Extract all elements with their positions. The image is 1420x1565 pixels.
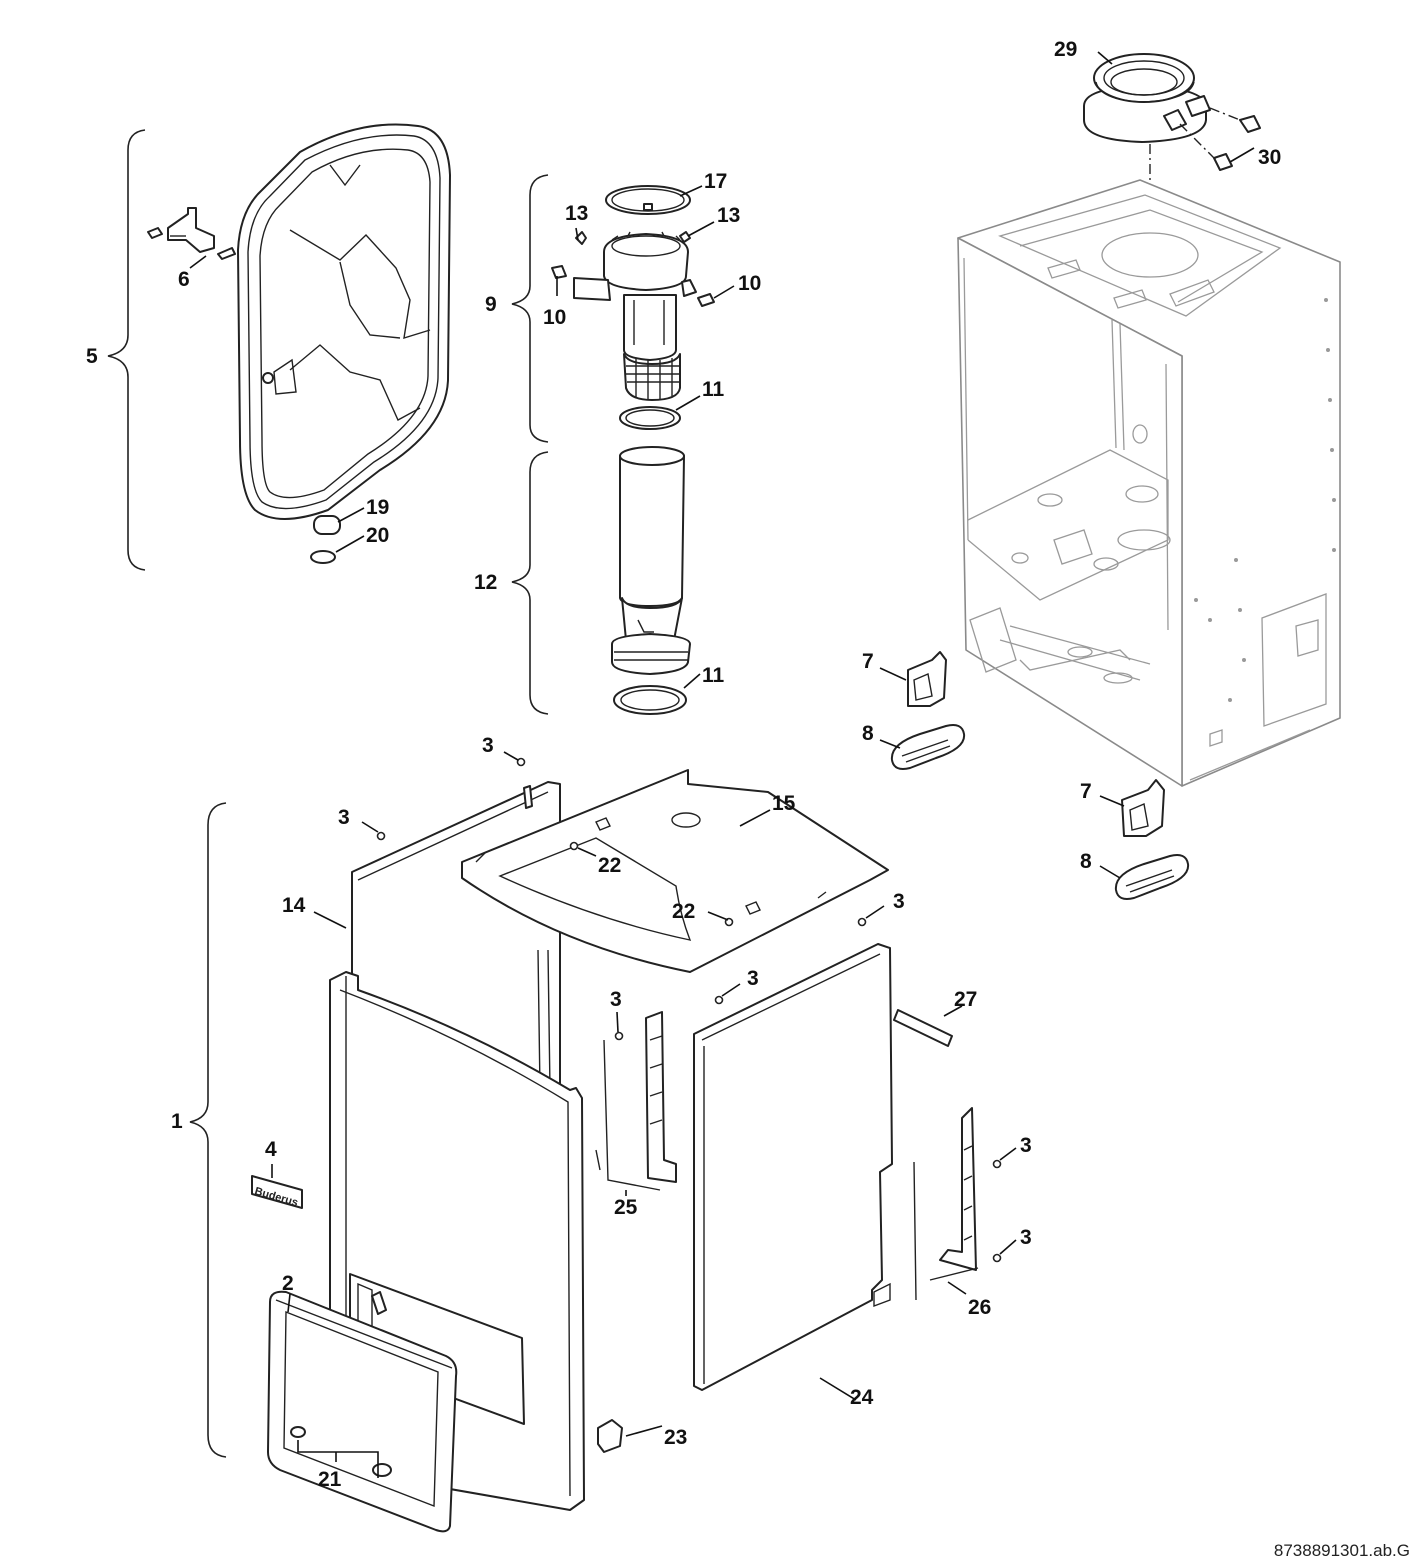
callout-10-a: 10 (543, 306, 566, 329)
part-rail-27 (893, 1009, 953, 1047)
callout-30: 30 (1258, 146, 1281, 169)
part-expansion-vessel (237, 123, 451, 564)
callout-21: 21 (318, 1468, 342, 1491)
callout-11-b: 11 (702, 664, 725, 687)
callout-1: 1 (171, 1110, 183, 1133)
callout-15: 15 (772, 792, 796, 815)
callout-12: 12 (474, 571, 497, 594)
part-grommet-23 (597, 1419, 623, 1453)
callout-6: 6 (178, 268, 190, 291)
callout-3-a: 3 (482, 734, 494, 757)
callout-3-d: 3 (747, 967, 759, 990)
callout-24: 24 (850, 1386, 874, 1409)
screws (376, 757, 1002, 1263)
part-retainer-8-upper (890, 724, 966, 770)
callout-3-g: 3 (1020, 1226, 1032, 1249)
part-side-panel-24 (693, 943, 893, 1391)
part-bracket-26 (913, 1107, 979, 1301)
brace-group-12 (511, 451, 549, 715)
callout-9: 9 (485, 293, 497, 316)
part-flue-tube-12 (611, 446, 691, 715)
part-flue-adapter-29 (1083, 53, 1261, 260)
callout-29: 29 (1054, 38, 1077, 61)
part-control-trim-2 (267, 1290, 458, 1533)
brace-group-1 (189, 802, 227, 1458)
callout-13-b: 13 (717, 204, 740, 227)
part-flue-assembly (551, 185, 715, 430)
part-side-bracket-25 (595, 1011, 677, 1191)
callout-13-a: 13 (565, 202, 588, 225)
callout-23: 23 (664, 1426, 687, 1449)
callout-14: 14 (282, 894, 306, 917)
callout-5: 5 (86, 345, 98, 368)
callout-20: 20 (366, 524, 389, 547)
callout-11-a: 11 (702, 378, 725, 401)
callout-10-b: 10 (738, 272, 761, 295)
callout-4: 4 (265, 1138, 277, 1161)
callout-7-b: 7 (1080, 780, 1092, 803)
callout-17: 17 (704, 170, 727, 193)
part-logo-plate-4: Buderus (251, 1175, 303, 1209)
callout-26: 26 (968, 1296, 991, 1319)
callout-27: 27 (954, 988, 977, 1011)
callout-22-b: 22 (672, 900, 695, 923)
callout-19: 19 (366, 496, 389, 519)
part-chassis-frame (957, 179, 1341, 787)
callout-3-e: 3 (610, 988, 622, 1011)
frame-holes (1194, 298, 1336, 702)
brace-group-9 (511, 174, 549, 443)
callout-2: 2 (282, 1272, 294, 1295)
callout-22-a: 22 (598, 854, 621, 877)
part-clip-7-lower (1121, 779, 1165, 837)
callout-3-c: 3 (893, 890, 905, 913)
leader-lines (189, 51, 1255, 1478)
part-clip-7-upper (907, 651, 947, 707)
callout-labels: 1 2 3 3 3 3 3 3 3 4 5 6 7 7 8 8 9 10 10 … (86, 38, 1281, 1491)
drawing-reference-code: 8738891301.ab.G (1274, 1541, 1410, 1560)
part-bracket-6 (147, 207, 236, 260)
callout-3-f: 3 (1020, 1134, 1032, 1157)
callout-3-b: 3 (338, 806, 350, 829)
group-braces (107, 129, 549, 1458)
callout-8-a: 8 (862, 722, 874, 745)
part-retainer-8-lower (1114, 854, 1190, 900)
part-top-plate-15 (461, 769, 889, 973)
callout-8-b: 8 (1080, 850, 1092, 873)
brace-group-5 (107, 129, 146, 571)
callout-25: 25 (614, 1196, 638, 1219)
callout-7-a: 7 (862, 650, 874, 673)
